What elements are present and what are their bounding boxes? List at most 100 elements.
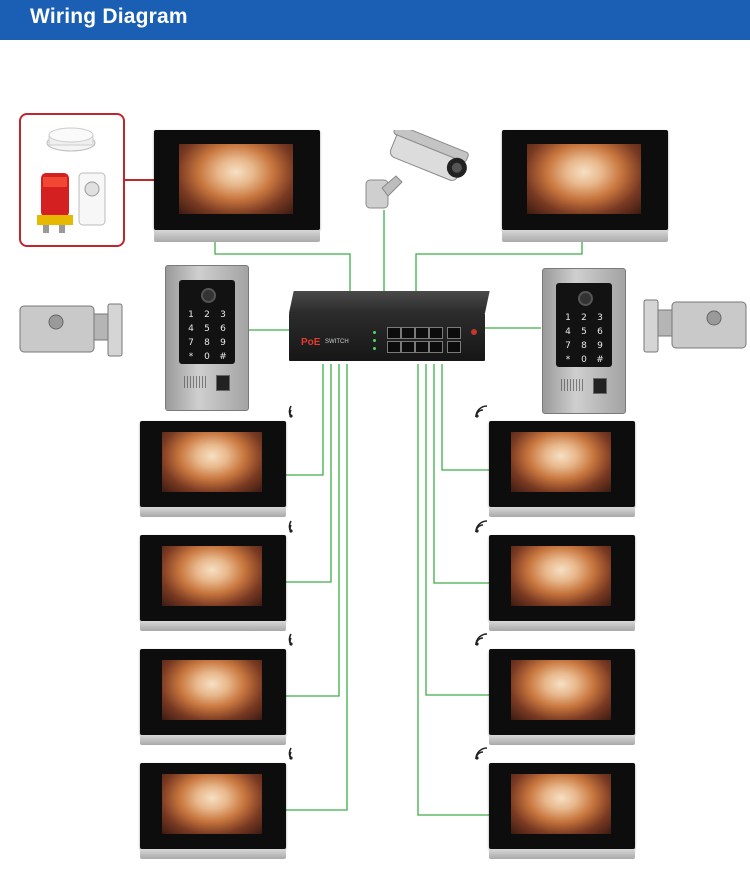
camera-lens-icon (578, 291, 593, 306)
switch-top (289, 291, 490, 313)
monitor-screen (527, 144, 641, 214)
extension-monitor-right-4[interactable] (489, 763, 635, 859)
keypad-key[interactable]: 0 (581, 355, 587, 365)
door-station-right[interactable]: 1 2 3 4 5 6 7 8 9 * 0 # (542, 268, 626, 414)
keypad-key[interactable]: 3 (220, 310, 226, 320)
door-station-left[interactable]: 1 2 3 4 5 6 7 8 9 * 0 # (165, 265, 249, 411)
alarm-sensors-icon (37, 127, 106, 233)
keypad-key[interactable]: 1 (565, 313, 571, 323)
keypad-key[interactable]: 3 (597, 313, 603, 323)
cable-main-monitor-left (214, 240, 351, 292)
wifi-icon (288, 633, 293, 646)
extension-monitor-left-1[interactable] (140, 421, 286, 517)
lan-port[interactable] (415, 341, 429, 353)
lan-port[interactable] (387, 327, 401, 339)
extension-monitor-left-2[interactable] (140, 535, 286, 631)
extension-monitor-right-1[interactable] (489, 421, 635, 517)
lan-port[interactable] (401, 327, 415, 339)
keypad-key[interactable]: 2 (204, 310, 210, 320)
keypad-key[interactable]: 8 (581, 341, 587, 351)
status-led-icon (373, 331, 376, 334)
speaker-grille (561, 379, 583, 391)
keypad-key[interactable]: 7 (565, 341, 571, 351)
keypad-key[interactable]: # (219, 352, 227, 362)
keypad-key[interactable]: 6 (220, 324, 226, 334)
lock-icon (643, 299, 747, 353)
cable-right-1 (441, 364, 490, 471)
keypad-key[interactable]: # (596, 355, 604, 365)
keypad-key[interactable]: 1 (188, 310, 194, 320)
monitor-base (489, 735, 635, 745)
keypad-key[interactable]: 9 (220, 338, 226, 348)
electric-lock-right[interactable] (642, 296, 748, 358)
keypad-key[interactable]: 4 (188, 324, 194, 334)
cable-left-1 (286, 364, 324, 476)
uplink-port[interactable] (447, 341, 461, 353)
monitor-screen (511, 660, 611, 720)
wifi-icon (475, 747, 488, 760)
poe-switch[interactable]: PoE SWITCH (289, 291, 490, 365)
nameplate-button[interactable] (216, 375, 230, 391)
monitor-bezel (502, 130, 668, 230)
lan-port[interactable] (415, 327, 429, 339)
cable-right-4 (417, 364, 490, 816)
cable-main-monitor-right (415, 240, 583, 292)
lan-port[interactable] (401, 341, 415, 353)
keypad-key[interactable]: 5 (204, 324, 210, 334)
keypad-key[interactable]: 0 (204, 352, 210, 362)
network-cables (214, 210, 583, 816)
page-title: Wiring Diagram (30, 5, 188, 28)
camera-lens-icon (201, 288, 216, 303)
monitor-base (489, 849, 635, 859)
monitor-screen (162, 660, 262, 720)
monitor-screen (511, 546, 611, 606)
keypad-key[interactable]: 8 (204, 338, 210, 348)
lan-port[interactable] (429, 341, 443, 353)
switch-model: SWITCH (325, 339, 349, 345)
monitor-base (489, 507, 635, 517)
switch-brand: PoE (301, 337, 321, 348)
extension-monitor-left-3[interactable] (140, 649, 286, 745)
keypad-key[interactable]: 6 (597, 327, 603, 337)
extension-monitor-left-4[interactable] (140, 763, 286, 859)
speaker-grille (184, 376, 206, 388)
wifi-icon (288, 405, 293, 418)
keypad-key[interactable]: * (188, 352, 194, 362)
electric-lock-left[interactable] (18, 300, 124, 362)
uplink-port[interactable] (447, 327, 461, 339)
monitor-base (140, 621, 286, 631)
lan-port[interactable] (429, 327, 443, 339)
monitor-base (140, 735, 286, 745)
keypad-key[interactable]: 2 (581, 313, 587, 323)
extension-monitor-right-3[interactable] (489, 649, 635, 745)
monitor-bezel (489, 763, 635, 849)
cable-right-2 (433, 364, 490, 584)
wifi-icon (475, 633, 488, 646)
cctv-camera[interactable] (362, 124, 477, 215)
monitor-screen (511, 432, 611, 492)
keypad-key[interactable]: 5 (581, 327, 587, 337)
monitor-base (154, 230, 320, 242)
keypad-key[interactable]: * (565, 355, 571, 365)
nameplate-button[interactable] (593, 378, 607, 394)
monitor-base (502, 230, 668, 242)
cable-left-3 (286, 364, 340, 697)
wifi-icon (475, 520, 488, 533)
wifi-icon (475, 405, 488, 418)
monitor-bezel (489, 421, 635, 507)
alarm-sensor-group[interactable] (19, 113, 125, 247)
keypad-panel: 1 2 3 4 5 6 7 8 9 * 0 # (179, 280, 235, 364)
monitor-bezel (140, 535, 286, 621)
monitor-screen (162, 774, 262, 834)
keypad-key[interactable]: 4 (565, 327, 571, 337)
keypad-key[interactable]: 7 (188, 338, 194, 348)
main-monitor-right[interactable] (502, 130, 668, 242)
monitor-bezel (140, 763, 286, 849)
monitor-bezel (489, 649, 635, 735)
status-led-icon (373, 339, 376, 342)
keypad-key[interactable]: 9 (597, 341, 603, 351)
main-monitor-left[interactable] (154, 130, 320, 242)
lan-port[interactable] (387, 341, 401, 353)
extension-monitor-right-2[interactable] (489, 535, 635, 631)
